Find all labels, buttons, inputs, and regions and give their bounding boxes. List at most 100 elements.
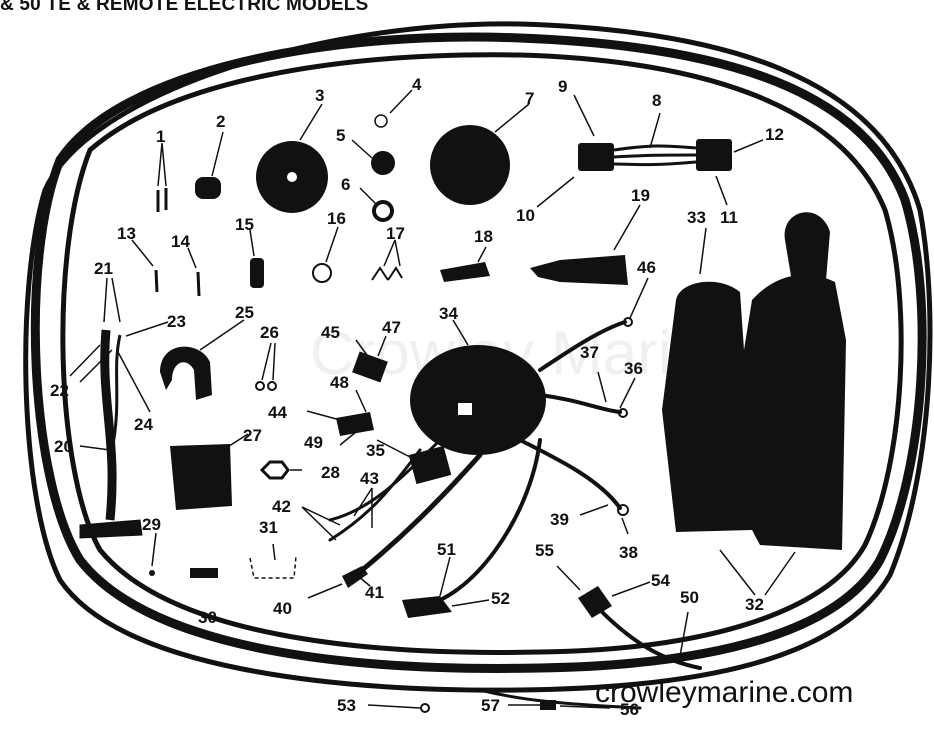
callout-21: 21 bbox=[94, 259, 113, 278]
lead-46 bbox=[538, 320, 627, 372]
part-29-screw bbox=[149, 570, 155, 576]
part-49-connector bbox=[336, 412, 374, 436]
callout-57: 57 bbox=[481, 696, 500, 715]
callout-55: 55 bbox=[535, 541, 554, 560]
part-17-clips bbox=[371, 266, 403, 281]
callout-54: 54 bbox=[651, 571, 670, 590]
callout-38: 38 bbox=[619, 543, 638, 562]
callout-17: 17 bbox=[386, 224, 405, 243]
part-27-block bbox=[170, 444, 232, 510]
lead-43 bbox=[328, 448, 422, 542]
callout-46: 46 bbox=[637, 258, 656, 277]
part-51-plug bbox=[402, 596, 452, 618]
callout-15: 15 bbox=[235, 215, 254, 234]
callout-48: 48 bbox=[330, 373, 349, 392]
callout-19: 19 bbox=[631, 186, 650, 205]
callout-2: 2 bbox=[216, 112, 225, 131]
callout-9: 9 bbox=[558, 77, 567, 96]
part-16-ring bbox=[312, 263, 332, 283]
callout-18: 18 bbox=[474, 227, 493, 246]
lead-40 bbox=[347, 452, 483, 583]
part-6-washer bbox=[372, 200, 394, 222]
part-19-boot bbox=[530, 255, 628, 285]
callout-26: 26 bbox=[260, 323, 279, 342]
callout-20: 20 bbox=[54, 437, 73, 456]
callout-23: 23 bbox=[167, 312, 186, 331]
harness-loop-outer bbox=[23, 21, 933, 693]
callout-29: 29 bbox=[142, 515, 161, 534]
part-38-ring-terminal bbox=[617, 504, 629, 516]
callout-43: 43 bbox=[360, 469, 379, 488]
part-13-screw bbox=[154, 269, 159, 293]
part-18-terminal bbox=[440, 262, 490, 282]
leader-lines bbox=[69, 89, 796, 709]
lead-50 bbox=[598, 608, 702, 670]
page-title: & 50 TE & REMOTE ELECTRIC MODELS bbox=[0, 0, 369, 15]
callout-8: 8 bbox=[652, 91, 661, 110]
callout-22: 22 bbox=[50, 381, 69, 400]
part-4-nut bbox=[374, 114, 388, 128]
part-1-screws bbox=[156, 188, 168, 212]
callout-45: 45 bbox=[321, 323, 340, 342]
part-2-grommet bbox=[195, 177, 221, 199]
callout-14: 14 bbox=[171, 232, 190, 251]
part-3-cover bbox=[256, 141, 328, 213]
part-5-plug bbox=[371, 151, 395, 175]
callout-6: 6 bbox=[341, 175, 350, 194]
callout-12: 12 bbox=[765, 125, 784, 144]
callout-39: 39 bbox=[550, 510, 569, 529]
callout-36: 36 bbox=[624, 359, 643, 378]
part-34-harness-coil bbox=[410, 345, 546, 455]
part-15-bracket bbox=[250, 258, 264, 288]
callout-10: 10 bbox=[516, 206, 535, 225]
callout-31: 31 bbox=[259, 518, 278, 537]
part-20-lead-assembly bbox=[79, 329, 143, 539]
part-8-connector-harness bbox=[578, 139, 732, 171]
callout-51: 51 bbox=[437, 540, 456, 559]
callout-32: 32 bbox=[745, 595, 764, 614]
callout-13: 13 bbox=[117, 224, 136, 243]
callout-37: 37 bbox=[580, 343, 599, 362]
callout-33: 33 bbox=[687, 208, 706, 227]
callout-7: 7 bbox=[525, 89, 534, 108]
callout-49: 49 bbox=[304, 433, 323, 452]
callout-56: 56 bbox=[620, 700, 639, 719]
callout-1: 1 bbox=[156, 127, 165, 146]
callout-3: 3 bbox=[315, 86, 324, 105]
callout-50: 50 bbox=[680, 588, 699, 607]
callout-40: 40 bbox=[273, 599, 292, 618]
part-31-clip bbox=[249, 555, 297, 579]
main-harness-loop bbox=[30, 32, 927, 673]
part-57-fuse bbox=[540, 700, 556, 710]
part-53-ring-terminal bbox=[420, 703, 430, 713]
part-46-ring-terminal bbox=[623, 317, 633, 327]
callout-35: 35 bbox=[366, 441, 385, 460]
callout-27: 27 bbox=[243, 426, 262, 445]
part-26-washers bbox=[255, 381, 277, 391]
callout-52: 52 bbox=[491, 589, 510, 608]
callout-44: 44 bbox=[268, 403, 287, 422]
callout-16: 16 bbox=[327, 209, 346, 228]
part-41-boot bbox=[342, 566, 368, 588]
part-54-connector bbox=[578, 586, 612, 618]
callout-24: 24 bbox=[134, 415, 153, 434]
callout-34: 34 bbox=[439, 304, 458, 323]
part-28-hex-nut bbox=[259, 460, 290, 480]
callout-53: 53 bbox=[337, 696, 356, 715]
part-14-screw bbox=[196, 271, 201, 297]
lead-36 bbox=[538, 393, 622, 414]
callout-28: 28 bbox=[321, 463, 340, 482]
part-35-block bbox=[408, 445, 452, 485]
callout-47: 47 bbox=[382, 318, 401, 337]
part-36-ring-terminal bbox=[618, 408, 628, 418]
callout-4: 4 bbox=[412, 75, 422, 94]
part-25-clamp bbox=[160, 346, 212, 400]
part-45-connector bbox=[352, 351, 388, 383]
site-watermark: crowleymarine.com bbox=[595, 676, 854, 709]
harness-loop-inner bbox=[60, 52, 904, 655]
callout-25: 25 bbox=[235, 303, 254, 322]
callout-11: 11 bbox=[720, 208, 738, 227]
part-30-plate bbox=[190, 568, 218, 578]
